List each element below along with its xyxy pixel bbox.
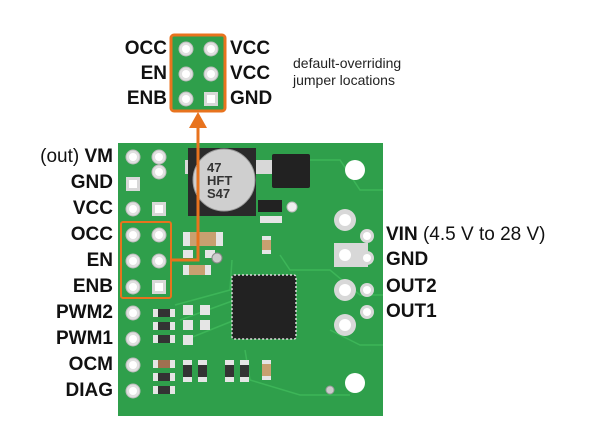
inset-right-label-vcc: VCC xyxy=(230,38,271,59)
small-transistor xyxy=(258,200,282,212)
jumper-note-line: default-overriding xyxy=(293,55,402,71)
pin-label-occ: OCC xyxy=(70,224,113,245)
inset-left-label-enb: ENB xyxy=(126,88,167,109)
pin-name: VM xyxy=(84,146,114,167)
soic-chip xyxy=(272,154,310,188)
left-pin-column xyxy=(125,149,141,399)
pin-label-vin: VIN (4.5 V to 28 V) xyxy=(386,225,545,245)
pin-label-vm: (out) VM xyxy=(40,147,113,167)
pin-label-pwm1: PWM1 xyxy=(56,328,113,349)
jumper-pin-column xyxy=(151,149,167,294)
capacitor-marking: 47 HFT S47 xyxy=(207,161,232,200)
driver-ic xyxy=(231,274,297,340)
inset-left-label-occ: OCC xyxy=(124,38,167,59)
pin-label-diag: DIAG xyxy=(65,380,114,401)
jumper-inset xyxy=(169,33,227,113)
pin-label-pwm2: PWM2 xyxy=(56,302,113,323)
inset-right-label-vcc: VCC xyxy=(230,63,271,84)
inset-left-label-en: EN xyxy=(140,63,167,84)
smd-resistors xyxy=(153,232,271,394)
pin-label-ocm: OCM xyxy=(68,354,113,375)
pin-label-out2: OUT2 xyxy=(386,276,437,297)
mounting-hole xyxy=(345,373,365,393)
pin-label-gnd: GND xyxy=(70,172,113,193)
capacitor-marking-line: HFT xyxy=(207,173,233,188)
capacitor-marking-line: 47 xyxy=(207,160,222,175)
pin-label-vcc: VCC xyxy=(72,198,113,219)
pin-voltage-range: (4.5 V to 28 V) xyxy=(422,224,546,245)
jumper-note: default-overriding jumper locations xyxy=(293,55,401,89)
pin-label-gnd-right: GND xyxy=(386,249,429,270)
arrow-line xyxy=(171,128,200,262)
capacitor-marking-line: S47 xyxy=(207,186,231,201)
pin-label-enb: ENB xyxy=(72,276,113,297)
pin-label-en: EN xyxy=(86,250,113,271)
arrow-head-icon xyxy=(189,112,207,128)
right-power-pads xyxy=(334,209,374,336)
pin-prefix: (out) xyxy=(40,146,80,167)
mounting-hole xyxy=(345,160,365,180)
pin-name: VIN xyxy=(386,224,418,245)
jumper-note-line: jumper locations xyxy=(293,72,395,88)
pin-label-out1: OUT1 xyxy=(386,301,437,322)
inset-right-label-gnd: GND xyxy=(230,88,273,109)
